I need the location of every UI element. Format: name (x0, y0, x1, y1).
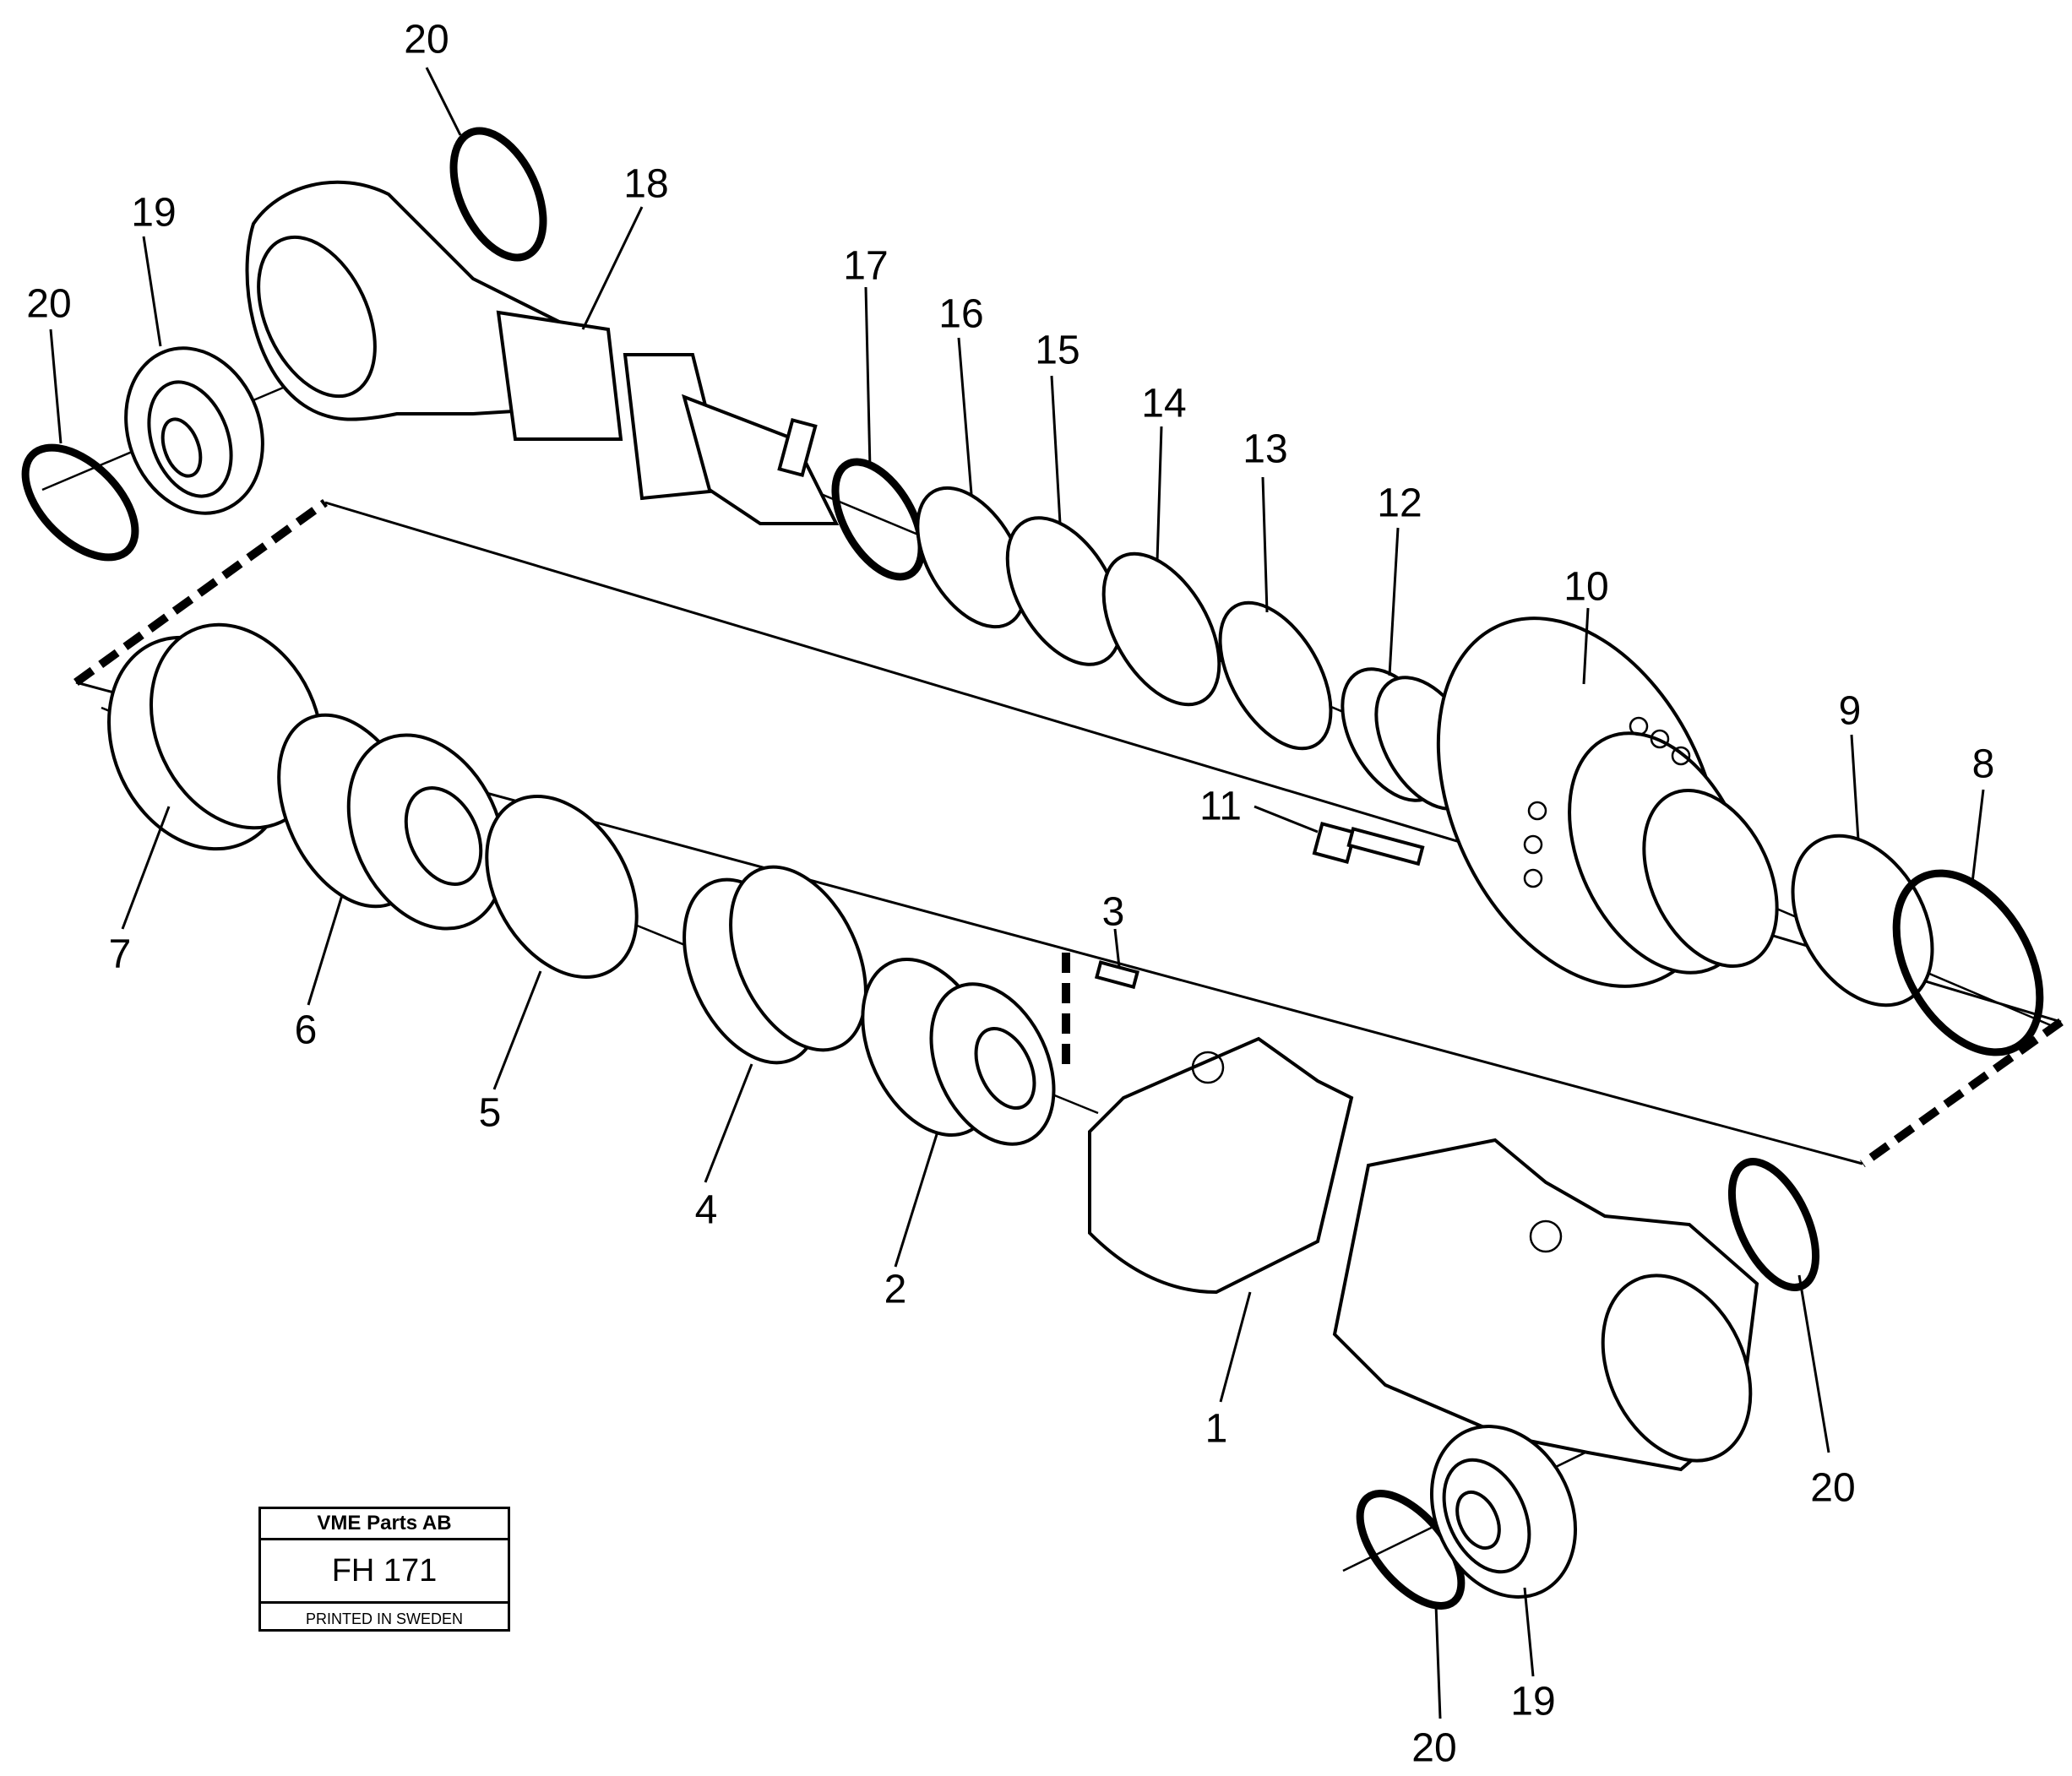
callout-10: 10 (1564, 565, 1608, 610)
callout-14: 14 (1141, 382, 1186, 426)
callout-17: 17 (843, 244, 888, 289)
callout-11: 11 (1199, 785, 1242, 829)
callout-3: 3 (1102, 890, 1125, 935)
callout-1: 1 (1205, 1407, 1228, 1452)
circlip-right (1727, 1158, 1820, 1291)
guide-ring-7 (107, 622, 324, 851)
callout-20-left: 20 (26, 282, 71, 327)
printed-notice: PRINTED IN SWEDEN (305, 1610, 463, 1627)
cylinder-head (1436, 616, 1779, 988)
callout-20-top: 20 (404, 18, 449, 62)
leader-lines (49, 67, 1985, 1719)
callout-19-lower: 19 (1510, 1680, 1555, 1724)
callout-5: 5 (479, 1091, 502, 1136)
piston-rod (245, 180, 840, 525)
callout-7: 7 (109, 932, 132, 977)
ring-9 (1791, 834, 1934, 1007)
callout-13: 13 (1243, 427, 1287, 472)
seal-17 (831, 458, 926, 581)
cap-screw-11 (1312, 821, 1425, 866)
callout-12: 12 (1377, 481, 1422, 526)
title-block: VME Parts AB FH 171 PRINTED IN SWEDEN (258, 1507, 510, 1632)
spherical-bearing-lower (1429, 1425, 1578, 1599)
callout-16: 16 (938, 292, 983, 337)
piston-6 (277, 713, 507, 931)
piston-nut-2 (861, 958, 1056, 1146)
bushing-4 (683, 865, 867, 1065)
callout-8: 8 (1972, 742, 1995, 787)
bushing-12 (1341, 667, 1481, 811)
callout-19-upper: 19 (131, 191, 176, 236)
circlip-8 (1892, 869, 2044, 1056)
bushing-15 (1005, 516, 1123, 666)
callout-2: 2 (884, 1268, 907, 1312)
callout-20-right: 20 (1810, 1466, 1855, 1511)
callout-9: 9 (1839, 689, 1862, 734)
spherical-bearing-upper (124, 346, 264, 515)
ring-13 (1218, 600, 1333, 751)
company-name: VME Parts AB (261, 1509, 508, 1540)
circlip-left (21, 443, 139, 562)
seal-5 (485, 795, 639, 979)
drawing-code: FH 171 (261, 1540, 508, 1604)
callout-18: 18 (623, 162, 668, 207)
ring-16 (916, 486, 1027, 629)
ring-14 (1101, 551, 1221, 707)
callout-20-bottom: 20 (1411, 1726, 1456, 1771)
callout-4: 4 (695, 1188, 718, 1233)
callout-6: 6 (295, 1008, 318, 1053)
callout-labels: 20 19 20 18 17 16 15 14 13 12 10 9 8 11 … (26, 18, 1994, 1771)
cylinder-tube-1 (1088, 1036, 1759, 1472)
circlip-top (449, 127, 547, 262)
callout-15: 15 (1035, 329, 1080, 373)
set-screw-3 (1062, 953, 1139, 1066)
